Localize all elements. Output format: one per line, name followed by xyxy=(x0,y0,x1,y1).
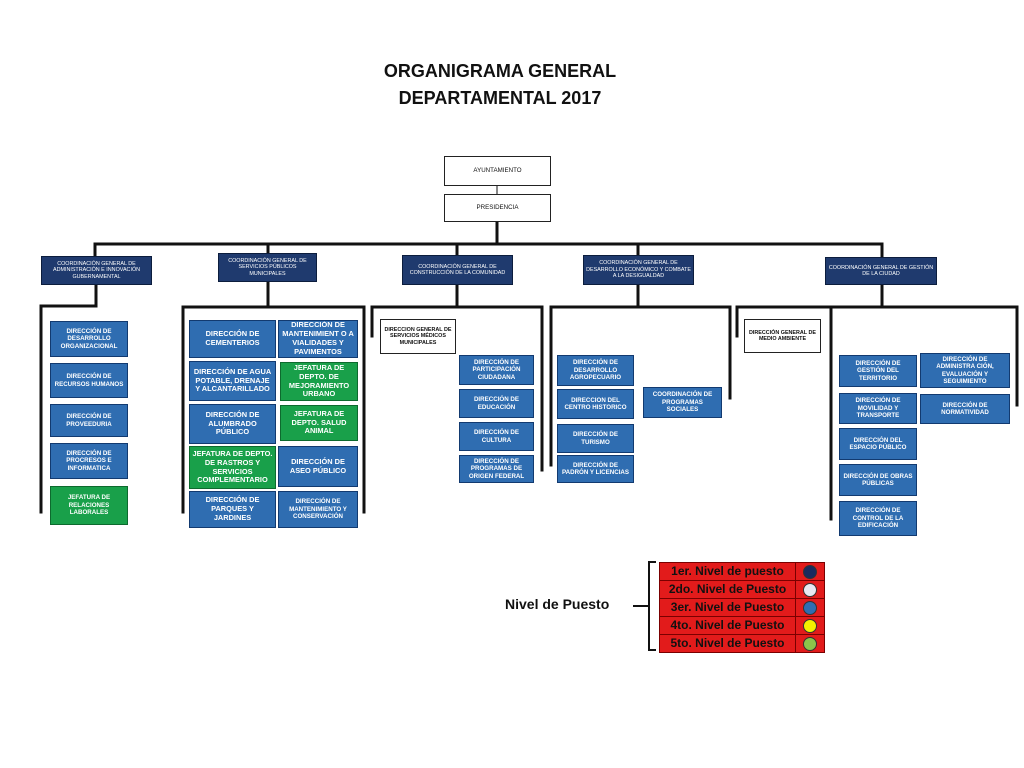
dir-normatividad: DIRECCIÓN DE NORMATIVIDAD xyxy=(920,394,1010,424)
coord-programas-sociales: COORDINACIÓN DE PROGRAMAS SOCIALES xyxy=(643,387,722,418)
legend-dot xyxy=(803,582,817,597)
dir-centro-historico: DIRECCION DEL CENTRO HISTORICO xyxy=(557,389,634,419)
jef-rastros: JEFATURA DE DEPTO. DE RASTROS Y SERVICIO… xyxy=(189,446,276,489)
dir-turismo: DIRECCIÓN DE TURISMO xyxy=(557,424,634,453)
dir-desarrollo-organizacional: DIRECCIÓN DE DESARROLLO ORGANIZACIONAL xyxy=(50,321,128,357)
legend-dot xyxy=(803,618,817,633)
dir-mantenimiento-conservacion: DIRECCIÓN DE MANTENIMIENTO Y CONSERVACIÓ… xyxy=(278,491,358,528)
dir-gral-medio-ambiente: DIRECCIÓN GENERAL DE MEDIO AMBIENTE xyxy=(744,319,821,353)
legend-row: 1er. Nivel de puesto xyxy=(660,563,824,581)
legend: 1er. Nivel de puesto 2do. Nivel de Puest… xyxy=(659,562,825,653)
legend-label: 3er. Nivel de Puesto xyxy=(670,600,785,614)
dir-padron-licencias: DIRECCIÓN DE PADRÓN Y LICENCIAS xyxy=(557,455,634,483)
jef-mejoramiento-urbano: JEFATURA DE DEPTO. DE MEJORAMIENTO URBAN… xyxy=(280,362,358,401)
legend-row: 2do. Nivel de Puesto xyxy=(660,581,824,599)
dir-cementerios: DIRECCIÓN DE CEMENTERIOS xyxy=(189,320,276,358)
dir-parques-jardines: DIRECCIÓN DE PARQUES Y JARDINES xyxy=(189,491,276,528)
dir-espacio-publico: DIRECCIÓN DEL ESPACIO PÚBLICO xyxy=(839,428,917,460)
dir-aseo-publico: DIRECCIÓN DE ASEO PÚBLICO xyxy=(278,446,358,487)
dir-programas-origen-federal: DIRECCIÓN DE PROGRAMAS DE ORIGEN FEDERAL xyxy=(459,455,534,483)
legend-label: 2do. Nivel de Puesto xyxy=(668,582,787,596)
dir-recursos-humanos: DIRECCIÓN DE RECURSOS HUMANOS xyxy=(50,363,128,398)
dir-agua-potable: DIRECCIÓN DE AGUA POTABLE, DRENAJE Y ALC… xyxy=(189,361,276,401)
dir-cultura: DIRECCIÓN DE CULTURA xyxy=(459,422,534,451)
dir-participacion-ciudadana: DIRECCIÓN DE PARTICIPACIÓN CIUDADANA xyxy=(459,355,534,385)
coord-servicios-publicos: COORDINACIÓN GENERAL DE SERVICIOS PÚBLIC… xyxy=(218,253,317,282)
coord-administracion: COORDINACIÓN GENERAL DE ADMINISTRACIÓN E… xyxy=(41,256,152,285)
title-line-1: ORGANIGRAMA GENERAL xyxy=(383,61,617,81)
legend-title: Nivel de Puesto xyxy=(505,596,610,612)
ayuntamiento-box: AYUNTAMIENTO xyxy=(444,156,551,186)
dir-alumbrado-publico: DIRECCIÓN DE ALUMBRADO PÚBLICO xyxy=(189,404,276,444)
dir-desarrollo-agropecuario: DIRECCIÓN DE DESARROLLO AGROPECUARIO xyxy=(557,355,634,386)
dir-gestion-territorio: DIRECCIÓN DE GESTIÓN DEL TERRITORIO xyxy=(839,355,917,387)
dir-movilidad-transporte: DIRECCIÓN DE MOVILIDAD Y TRANSPORTE xyxy=(839,393,917,424)
jef-relaciones-laborales: JEFATURA DE RELACIONES LABORALES xyxy=(50,486,128,525)
dir-gral-servicios-medicos: DIRECCION GENERAL DE SERVICIOS MÉDICOS M… xyxy=(380,319,456,354)
legend-label: 5to. Nivel de Puesto xyxy=(670,636,785,650)
legend-row: 5to. Nivel de Puesto xyxy=(660,635,824,652)
legend-dot xyxy=(803,600,817,615)
coord-desarrollo-economico: COORDINACIÓN GENERAL DE DESARROLLO ECONÓ… xyxy=(583,255,694,285)
dir-proveeduria: DIRECCIÓN DE PROVEEDURIA xyxy=(50,404,128,437)
dir-obras-publicas: DIRECCIÓN DE OBRAS PÚBLICAS xyxy=(839,464,917,496)
coord-gestion-ciudad: COORDINACIÓN GENERAL DE GESTIÓN DE LA CI… xyxy=(825,257,937,285)
presidencia-box: PRESIDENCIA xyxy=(444,194,551,222)
title-line-2: DEPARTAMENTAL 2017 xyxy=(398,88,602,108)
dir-administracion-evaluacion: DIRECCIÓN DE ADMINISTRA CIÓN, EVALUACIÓN… xyxy=(920,353,1010,388)
legend-row: 4to. Nivel de Puesto xyxy=(660,617,824,635)
legend-row: 3er. Nivel de Puesto xyxy=(660,599,824,617)
dir-control-edificacion: DIRECCIÓN DE CONTROL DE LA EDIFICACIÓN xyxy=(839,501,917,536)
dir-procesos-informatica: DIRECCIÓN DE PROCRESOS E INFORMATICA xyxy=(50,443,128,479)
dir-mantenimiento-vialidades: DIRECCIÓN DE MANTENIMIENT O A VIALIDADES… xyxy=(278,320,358,358)
dir-educacion: DIRECCIÓN DE EDUCACIÓN xyxy=(459,389,534,418)
chart-title: ORGANIGRAMA GENERAL DEPARTAMENTAL 2017 xyxy=(300,58,700,112)
coord-construccion-comunidad: COORDINACIÓN GENERAL DE CONSTRUCCIÓN DE … xyxy=(402,255,513,285)
jef-salud-animal: JEFATURA DE DEPTO. SALUD ANIMAL xyxy=(280,405,358,441)
legend-dot xyxy=(803,636,817,651)
legend-label: 1er. Nivel de puesto xyxy=(671,564,784,578)
legend-dot xyxy=(803,564,817,579)
legend-label: 4to. Nivel de Puesto xyxy=(670,618,785,632)
